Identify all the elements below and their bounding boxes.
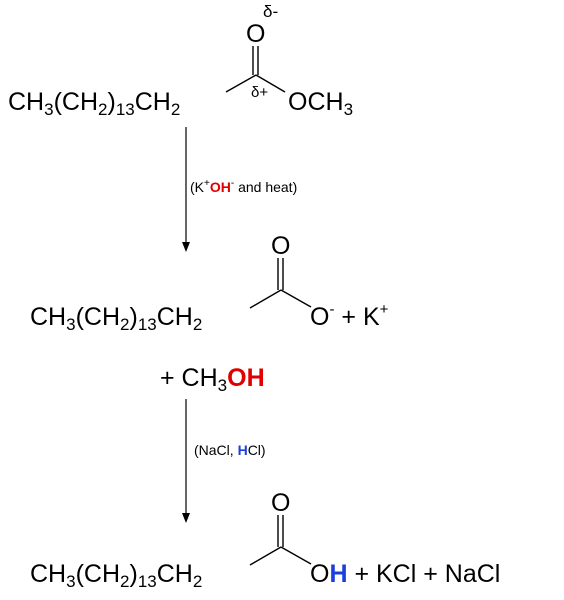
m1-carbonyl-oxygen: O bbox=[246, 20, 266, 48]
methanol-byproduct: + CH3OH bbox=[160, 364, 265, 395]
m3-acid-and-salts: OH + KCl + NaCl bbox=[310, 560, 501, 588]
m3-bond-ch2-c bbox=[249, 546, 282, 566]
m2-alkyl-chain: CH3(CH2)13CH2 bbox=[30, 303, 203, 334]
m1-bond-c-o-single bbox=[255, 74, 286, 93]
m1-bond-ch2-c bbox=[225, 74, 257, 93]
m1-delta-minus: δ- bbox=[263, 2, 279, 21]
step-2-conditions: (NaCl, HCl) bbox=[194, 442, 266, 458]
m3-carbonyl-oxygen: O bbox=[271, 489, 291, 517]
m2-carboxylate-and-potassium: O- + K+ bbox=[310, 301, 389, 331]
step-1-conditions: (K+OH- and heat) bbox=[190, 178, 298, 195]
m1-alkyl-chain: CH3(CH2)13CH2 bbox=[8, 88, 181, 119]
m2-bond-c-o-single bbox=[280, 289, 312, 308]
m2-carbonyl-oxygen: O bbox=[271, 232, 291, 260]
m1-delta-plus: δ+ bbox=[251, 84, 269, 101]
m3-bond-c-o-single bbox=[280, 546, 312, 565]
arrow-2-head bbox=[182, 513, 190, 523]
m2-bond-ch2-c bbox=[249, 289, 282, 309]
m3-alkyl-chain: CH3(CH2)13CH2 bbox=[30, 560, 203, 591]
m1-methoxy-group: OCH3 bbox=[288, 88, 354, 119]
arrow-1-head bbox=[182, 242, 190, 252]
